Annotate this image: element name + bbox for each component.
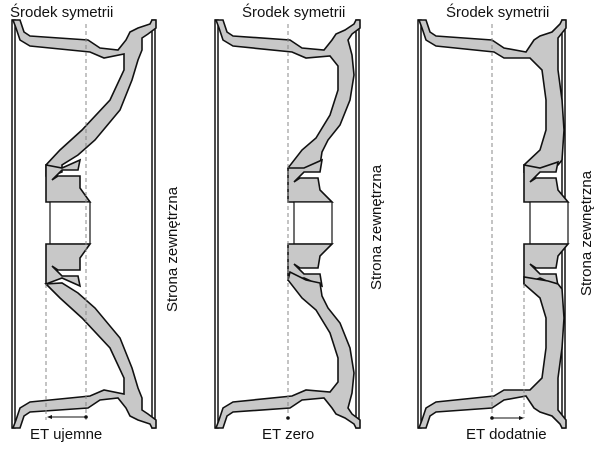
rim-inner-flange	[417, 19, 422, 429]
offset-arrowhead	[47, 415, 52, 419]
outer-side-label: Strona zewnętrzna	[578, 170, 595, 296]
offset-label: ET ujemne	[30, 426, 103, 443]
rim-top-profile	[11, 19, 157, 177]
offset-point	[84, 415, 88, 419]
rim-diagram-zero: Środek symetrii Strona zewnętrzna ET zer…	[200, 0, 400, 449]
offset-arrowhead	[519, 416, 524, 420]
hub-lower	[45, 243, 92, 288]
hub-bore	[49, 201, 91, 245]
rim-inner-flange	[214, 19, 219, 429]
hub-bore	[293, 201, 333, 245]
hub-upper	[45, 158, 92, 203]
offset-point	[490, 416, 494, 420]
rim-bottom-profile	[214, 270, 361, 429]
rim-diagram-negative: Środek symetrii Strona zewnętrzna ET uje…	[0, 0, 200, 449]
symmetry-center-title: Środek symetrii	[446, 4, 550, 21]
hub-bore	[529, 201, 569, 245]
rim-bottom-profile	[11, 282, 157, 429]
outer-side-label: Strona zewnętrzna	[368, 164, 385, 290]
rim-top-profile	[214, 19, 361, 178]
rim-outer-flange	[355, 19, 360, 429]
rim-cross-section-negative	[11, 19, 157, 429]
rim-inner-flange	[11, 19, 16, 429]
symmetry-center-title: Środek symetrii	[242, 4, 346, 21]
offset-label: ET dodatnie	[466, 426, 547, 443]
rim-bottom-profile	[417, 276, 567, 429]
rim-cross-section-zero	[214, 19, 361, 429]
outer-side-label: Strona zewnętrzna	[164, 186, 181, 312]
symmetry-center-title: Środek symetrii	[10, 4, 114, 21]
rim-outer-flange	[151, 19, 156, 429]
rim-diagram-positive: Środek symetrii Strona zewnętrzna ET dod…	[400, 0, 600, 449]
rim-top-profile	[417, 19, 567, 173]
offset-point	[286, 416, 290, 420]
offset-label: ET zero	[262, 426, 315, 443]
rim-cross-section-positive	[417, 19, 570, 429]
